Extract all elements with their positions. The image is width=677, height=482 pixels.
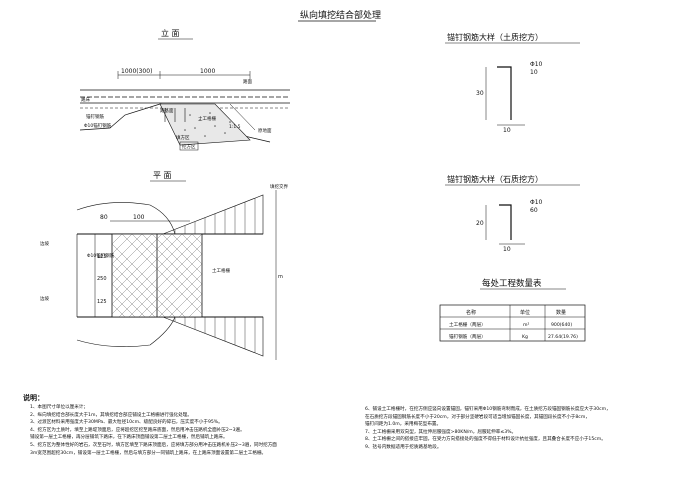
right-top-hatch bbox=[174, 198, 256, 234]
detail-soil-rebar bbox=[497, 66, 512, 120]
plan-label-geogrid: 土工格栅 bbox=[212, 267, 230, 274]
detail-rock-title: 锚钉钢筋大样（石质挖方） bbox=[447, 174, 543, 184]
label-design-line: 路床 bbox=[81, 96, 90, 103]
table-header-name: 名称 bbox=[466, 309, 476, 316]
detail-rock-base: 10 bbox=[503, 246, 511, 253]
table-header-unit: 单位 bbox=[520, 309, 530, 316]
label-geogrid: 土工格栅 bbox=[198, 115, 216, 122]
right-top-fan bbox=[162, 194, 264, 235]
table-header-qty: 数量 bbox=[556, 309, 566, 316]
detail-rock-hook: 60 bbox=[530, 207, 538, 214]
plan-title: 平 面 bbox=[153, 171, 172, 180]
plan-label-anchor: Φ10锚钉钢筋 bbox=[87, 252, 115, 259]
plan-label-right-top: 填挖交界 bbox=[270, 183, 288, 190]
note-line: 3m宽范围超挖30cm，铺设第一层土工格栅，然后与填方部分一同铺筑上路床，在上路… bbox=[30, 450, 267, 456]
table-cell: Kg bbox=[522, 334, 528, 340]
table-cell: 锚钉钢筋（两层） bbox=[449, 333, 486, 340]
detail-soil-height: 30 bbox=[476, 90, 484, 97]
plan-dim-small-label: 80 bbox=[100, 214, 108, 221]
label-cut: 挖方区 bbox=[182, 143, 196, 150]
quantity-table-title: 每处工程数量表 bbox=[482, 278, 542, 289]
table-cell: 27.64(19.76) bbox=[548, 334, 578, 340]
detail-rock-height: 20 bbox=[476, 220, 484, 227]
plan-dim-right-label: m bbox=[278, 274, 283, 280]
plan-dim-left-3: 125 bbox=[97, 299, 107, 305]
left-bottom-slope bbox=[76, 316, 176, 347]
notes-left: 1、本图尺寸单位以厘米计； 2、纵向填挖结合部长度大于1m，其填挖结合部应铺设土… bbox=[30, 404, 277, 457]
plan-dim-top-label: 100 bbox=[133, 214, 145, 221]
note-line: 7、土工格栅采用双向型，其拉伸屈服强度>80KN/m，屈服延伸率≤3%。 bbox=[365, 429, 517, 435]
table-cell: m² bbox=[523, 323, 529, 328]
label-road-surface: 路面 bbox=[243, 78, 252, 85]
geogrid-hatch bbox=[111, 233, 203, 318]
detail-rock-rebar bbox=[499, 204, 512, 240]
anchor-pins bbox=[164, 108, 186, 122]
detail-soil: 锚钉钢筋大样（土质挖方） Φ10 10 30 10 bbox=[445, 32, 580, 134]
note-line: 2、纵向填挖结合部长度大于1m，其填挖结合部应铺设土工格栅进行强化处理。 bbox=[30, 412, 192, 418]
drawing-title: 纵向填挖结合部处理 bbox=[300, 9, 381, 21]
label-slope-ratio: 1:1.5 bbox=[229, 124, 241, 130]
detail-soil-dia: Φ10 bbox=[530, 61, 543, 68]
plan-label-left-bottom: 边坡 bbox=[40, 295, 49, 302]
table-cell: 土工格栅（两层） bbox=[449, 321, 486, 328]
detail-rock-dia: Φ10 bbox=[530, 199, 543, 206]
note-line: 在石质挖方段锚固钢筋长度不小于20cm，对于部分坚硬岩段可适当增加锚固长度，其锚… bbox=[365, 414, 590, 420]
notes-right: 6、铺设土工格栅时，在挖方侧应竖向设置锚固，锚钉采用Φ10钢筋弯制而成，在土质挖… bbox=[365, 406, 611, 452]
detail-rock: 锚钉钢筋大样（石质挖方） Φ10 60 20 10 bbox=[445, 174, 580, 253]
label-rebar: 锚钉钢筋 bbox=[86, 113, 104, 120]
detail-soil-hook: 10 bbox=[530, 69, 538, 76]
elevation-view: 立 面 1000(300) 1000 路面 路床 bbox=[79, 28, 290, 151]
plan-dim-left-1: 125 bbox=[97, 254, 107, 260]
elevation-dim-1: 1000(300) bbox=[121, 68, 152, 75]
note-line: 9、括号内数据适用于挖质路基地段。 bbox=[365, 444, 442, 450]
note-line: 铺设第一层土工格栅，再分层铺筑下路床，在下路床顶面铺设第二层土工格栅，然后铺筑上… bbox=[30, 435, 228, 441]
right-bottom-hatch bbox=[174, 317, 256, 353]
quantity-table: 每处工程数量表 名称 单位 数量 土工格栅（两层） m² 900(640) 锚钉… bbox=[439, 278, 586, 342]
fill-detail-box bbox=[179, 141, 199, 151]
elevation-title: 立 面 bbox=[161, 28, 180, 38]
table-frame bbox=[439, 304, 586, 342]
fill-dots bbox=[184, 112, 231, 137]
note-line: 6、铺设土工格栅时，在挖方侧应竖向设置锚固，锚钉采用Φ10钢筋弯制而成，在土质挖… bbox=[365, 407, 611, 412]
note-line: 1、本图尺寸单位以厘米计； bbox=[30, 405, 89, 410]
slope-line bbox=[229, 103, 256, 131]
detail-soil-title: 锚钉钢筋大样（土质挖方） bbox=[447, 32, 543, 42]
label-base: 路基面 bbox=[160, 107, 174, 114]
table-cell: 900(640) bbox=[551, 322, 572, 328]
note-line: 3、过渡区材料采用强度大于30MPa、最大粒径10cm、级配良好的碎石，压实度不… bbox=[30, 420, 223, 426]
left-top-slope bbox=[76, 202, 176, 235]
elevation-dim-2: 1000 bbox=[200, 68, 215, 75]
label-original-ground: 原地面 bbox=[258, 127, 272, 134]
notes-title: 说明： bbox=[23, 394, 44, 402]
plan-dim-left-2: 250 bbox=[97, 276, 107, 282]
note-line: 锚钉间距为1.0m，采用梅花型布置。 bbox=[365, 422, 442, 428]
note-line: 4、挖方区为土质时，填至上路堤顶面后，应将超挖区挖至路床底面，然后用冲击压路机全… bbox=[30, 427, 245, 433]
label-anchor: Φ10锚钉钢筋 bbox=[84, 122, 112, 129]
fill-zone bbox=[159, 103, 251, 146]
note-line: 5、挖方区为整体性好的岩石，次至石时，填方区填至下路床顶面后，应将填方部分用冲击… bbox=[30, 442, 277, 448]
right-bottom-fan bbox=[162, 316, 264, 357]
plan-label-left-top: 边坡 bbox=[40, 240, 49, 247]
plan-view: 平 面 100 80 bbox=[40, 171, 288, 360]
label-fill: 填方区 bbox=[176, 134, 190, 141]
detail-soil-base: 10 bbox=[503, 127, 511, 134]
note-line: 8、土工格栅之间的搭接应牢固，在受力方向搭接处的强度不得低于材料设计抗拉强度，且… bbox=[365, 437, 606, 443]
